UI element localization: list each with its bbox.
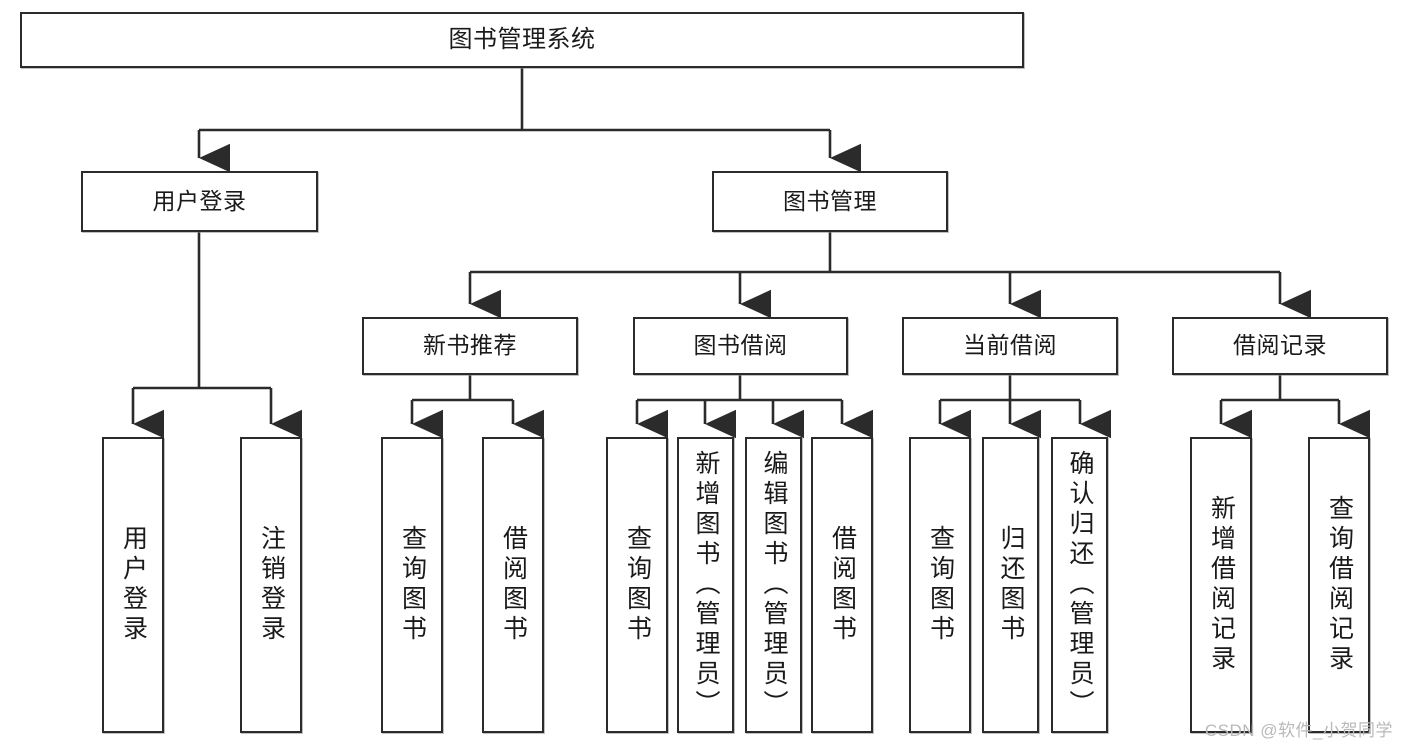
node-label: 借阅记录	[1233, 332, 1327, 359]
leaf-query-book-current[interactable]: 查询图书	[909, 437, 971, 733]
node-label: 新增图书（管理员）	[692, 450, 720, 720]
leaf-return-book[interactable]: 归还图书	[982, 437, 1039, 733]
node-label: 归还图书	[997, 525, 1025, 645]
leaf-query-book-borrow[interactable]: 查询图书	[606, 437, 668, 733]
node-label: 查询借阅记录	[1325, 495, 1354, 675]
leaf-edit-book-admin[interactable]: 编辑图书（管理员）	[745, 437, 802, 733]
node-label: 用户登录	[152, 187, 247, 214]
node-label: 新书推荐	[423, 332, 517, 359]
leaf-query-book-recommend[interactable]: 查询图书	[381, 437, 443, 733]
node-label: 新增借阅记录	[1207, 495, 1236, 675]
node-label: 编辑图书（管理员）	[760, 450, 788, 720]
node-label: 查询图书	[398, 525, 427, 645]
node-label: 确认归还（管理员）	[1066, 450, 1094, 720]
node-label: 查询图书	[623, 525, 652, 645]
leaf-borrow-book-recommend[interactable]: 借阅图书	[482, 437, 544, 733]
node-current-borrow[interactable]: 当前借阅	[902, 317, 1118, 375]
node-new-book-recommend[interactable]: 新书推荐	[362, 317, 578, 375]
watermark-text: CSDN @软件_小贺同学	[1204, 721, 1393, 740]
leaf-confirm-return-admin[interactable]: 确认归还（管理员）	[1051, 437, 1108, 733]
node-book-borrow[interactable]: 图书借阅	[633, 317, 848, 375]
node-borrow-record[interactable]: 借阅记录	[1172, 317, 1388, 375]
node-label: 查询图书	[926, 525, 955, 645]
leaf-add-borrow-record[interactable]: 新增借阅记录	[1190, 437, 1252, 733]
node-label: 注销登录	[257, 525, 286, 645]
node-label: 图书借阅	[693, 332, 788, 359]
node-label: 图书管理	[783, 187, 877, 214]
node-label: 用户登录	[119, 525, 148, 645]
leaf-user-logout[interactable]: 注销登录	[240, 437, 302, 733]
node-user-login[interactable]: 用户登录	[81, 171, 318, 232]
leaf-query-borrow-record[interactable]: 查询借阅记录	[1308, 437, 1370, 733]
node-root-system[interactable]: 图书管理系统	[20, 12, 1024, 68]
leaf-user-login[interactable]: 用户登录	[102, 437, 164, 733]
node-label: 借阅图书	[499, 525, 528, 645]
node-label: 借阅图书	[828, 525, 857, 645]
node-label: 图书管理系统	[448, 25, 596, 53]
node-label: 当前借阅	[963, 332, 1057, 359]
node-book-management[interactable]: 图书管理	[712, 171, 948, 232]
leaf-add-book-admin[interactable]: 新增图书（管理员）	[677, 437, 734, 733]
leaf-borrow-book[interactable]: 借阅图书	[811, 437, 873, 733]
